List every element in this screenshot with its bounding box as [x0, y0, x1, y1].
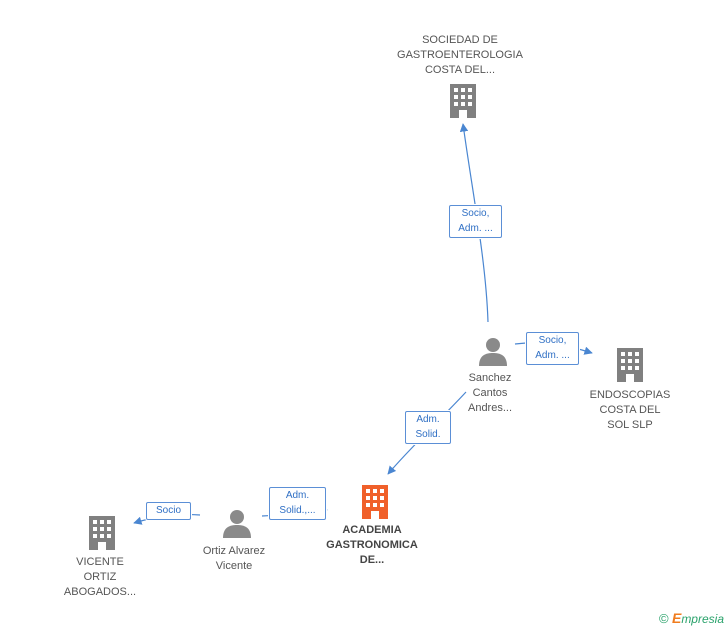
node-label-endoscopias[interactable]: ENDOSCOPIAS COSTA DEL SOL SLP — [589, 389, 671, 431]
node-label-academia[interactable]: ACADEMIA GASTRONOMICA DE... — [326, 524, 418, 566]
edge-label-sanchez-academia: Adm. Solid. — [405, 411, 451, 444]
edge-label-ortiz-academia: Adm. Solid.,... — [269, 487, 326, 520]
brand-initial: E — [671, 610, 682, 626]
person-icon[interactable] — [223, 510, 251, 538]
building-icon[interactable] — [89, 516, 115, 550]
node-label-sociedad[interactable]: SOCIEDAD DE GASTROENTEROLOGIA COSTA DEL.… — [397, 34, 523, 76]
node-label-sanchez[interactable]: Sanchez Cantos Andres... — [467, 372, 513, 414]
person-icon[interactable] — [479, 338, 507, 366]
node-label-vicente[interactable]: VICENTE ORTIZ ABOGADOS... — [63, 556, 137, 598]
edge-label-ortiz-vicente: Socio — [146, 502, 191, 520]
empresia-watermark: © Empresia — [659, 610, 724, 626]
brand-name: mpresia — [681, 612, 724, 626]
building-icon[interactable] — [617, 348, 643, 382]
copyright-symbol: © — [659, 611, 669, 626]
building-icon[interactable] — [450, 84, 476, 118]
building-icon[interactable] — [362, 485, 388, 519]
edge-label-sanchez-endoscopias: Socio, Adm. ... — [526, 332, 579, 365]
edge-label-sanchez-sociedad: Socio, Adm. ... — [449, 205, 502, 238]
node-label-ortiz[interactable]: Ortiz Alvarez Vicente — [202, 545, 266, 572]
